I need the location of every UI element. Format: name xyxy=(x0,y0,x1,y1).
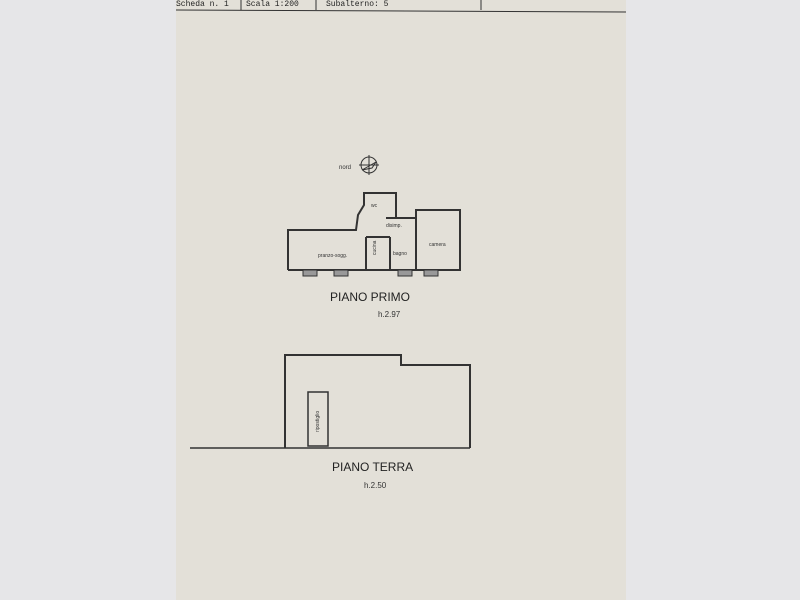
room-disimp: disimp. xyxy=(386,223,402,229)
floor-height-terra: h.2.50 xyxy=(364,481,387,490)
floor-height-primo: h.2.97 xyxy=(378,310,401,319)
floor-title-primo: PIANO PRIMO xyxy=(330,290,411,304)
piano-terra-walls xyxy=(284,354,471,448)
room-wc: wc xyxy=(371,203,378,209)
floor-title-terra: PIANO TERRA xyxy=(332,460,414,474)
room-ripostiglio: ripostiglio xyxy=(315,410,321,432)
windows xyxy=(302,269,439,277)
scala-label: Scala 1:200 xyxy=(246,0,299,9)
header-line xyxy=(176,9,626,13)
subalterno-label: Subalterno: 5 xyxy=(326,0,389,9)
scheda-label: Scheda n. 1 xyxy=(176,0,229,9)
north-label: nord xyxy=(339,165,352,171)
room-pranzo: pranzo-sogg. xyxy=(318,253,348,259)
room-bagno: bagno xyxy=(393,251,407,257)
plan-drawing xyxy=(176,0,626,449)
floor-plan-sheet: Scheda n. 1 Scala 1:200 Subalterno: 5 no… xyxy=(176,0,626,600)
room-cucina: cucina xyxy=(372,240,378,255)
room-camera: camera xyxy=(429,242,446,248)
